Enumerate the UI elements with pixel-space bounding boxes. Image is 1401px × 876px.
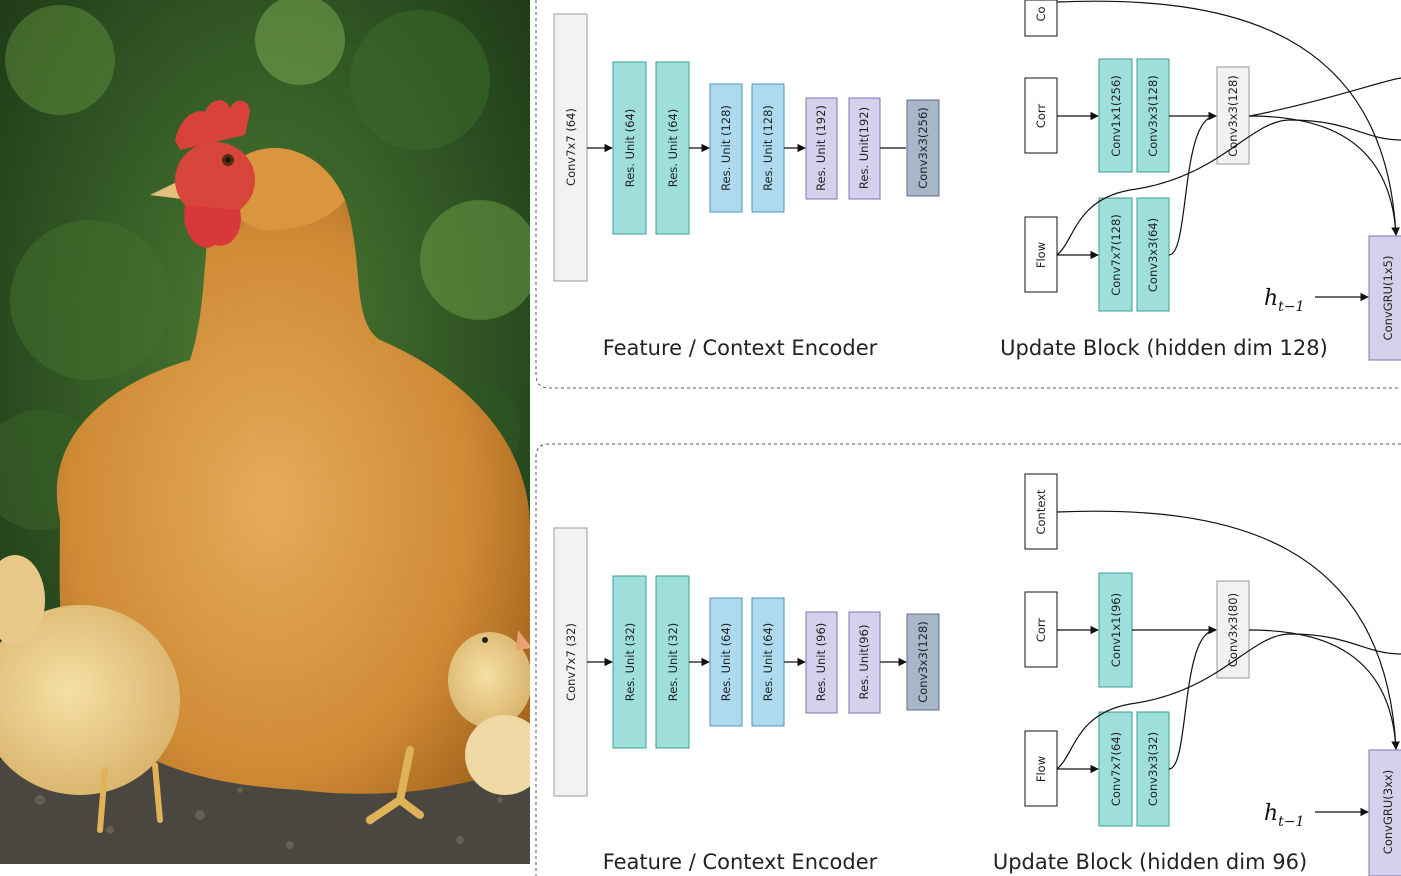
flow-conv-block bbox=[1098, 711, 1133, 827]
svg-text:Res. Unit(96): Res. Unit(96) bbox=[857, 625, 871, 700]
encoder-block-label: Res. Unit (128) bbox=[719, 105, 733, 191]
svg-text:Corr: Corr bbox=[1034, 618, 1048, 643]
svg-text:Conv1x1(256): Conv1x1(256) bbox=[1109, 75, 1123, 157]
encoder-block bbox=[655, 61, 690, 235]
hidden-state-label: ht−1 bbox=[1264, 801, 1304, 830]
encoder-block bbox=[906, 613, 940, 711]
svg-text:Context: Context bbox=[1034, 489, 1048, 535]
corr-conv-block bbox=[1136, 58, 1170, 173]
encoder-block bbox=[848, 97, 881, 200]
svg-text:Conv7x7 (32): Conv7x7 (32) bbox=[564, 623, 578, 701]
encoder-block bbox=[612, 575, 647, 749]
svg-text:Conv3x3(128): Conv3x3(128) bbox=[1146, 75, 1160, 157]
encoder-block bbox=[751, 597, 785, 727]
encoder-block bbox=[848, 611, 881, 714]
svg-text:Conv7x7(128): Conv7x7(128) bbox=[1109, 214, 1123, 296]
encoder-block-label: Res. Unit (192) bbox=[814, 105, 828, 191]
svg-text:Conv7x7(64): Conv7x7(64) bbox=[1109, 732, 1123, 806]
svg-text:Res. Unit (64): Res. Unit (64) bbox=[761, 623, 775, 702]
context-input-block bbox=[1024, 473, 1058, 550]
encoder-block-label: Conv3x3(256) bbox=[916, 107, 930, 189]
encoder-block-label: Res. Unit (128) bbox=[761, 105, 775, 191]
raft-architecture-diagram: Conv7x7 (64) Res. Unit (64) Res. Unit (6… bbox=[535, 0, 1401, 876]
convgru-block bbox=[1368, 749, 1401, 876]
svg-text:Res. Unit (96): Res. Unit (96) bbox=[814, 623, 828, 702]
svg-text:Conv3x3(64): Conv3x3(64) bbox=[1146, 218, 1160, 292]
encoder-block bbox=[906, 99, 940, 197]
svg-text:Flow: Flow bbox=[1034, 756, 1048, 782]
update-caption: Update Block (hidden dim 96) bbox=[993, 850, 1307, 874]
encoder-block-label: Res. Unit (64) bbox=[666, 109, 680, 188]
encoder-block-label: Res. Unit (64) bbox=[623, 109, 637, 188]
encoder-block bbox=[709, 597, 743, 727]
svg-text:Corr: Corr bbox=[1034, 104, 1048, 129]
flow-conv-block bbox=[1098, 197, 1133, 312]
flow-input-block bbox=[1024, 216, 1058, 293]
flow-input-block bbox=[1024, 730, 1058, 807]
bottom-feature-encoder: Conv7x7 (32) Res. Unit (32) Res. Unit (3… bbox=[553, 527, 940, 874]
context-input-block bbox=[1024, 0, 1058, 37]
encoder-block bbox=[553, 527, 588, 797]
encoder-caption: Feature / Context Encoder bbox=[603, 336, 878, 360]
encoder-block bbox=[805, 611, 838, 714]
encoder-caption: Feature / Context Encoder bbox=[603, 850, 878, 874]
flow-conv-block bbox=[1136, 711, 1170, 827]
svg-text:Co: Co bbox=[1034, 6, 1048, 21]
svg-text:Conv3x3(128): Conv3x3(128) bbox=[916, 621, 930, 703]
top-feature-encoder: Conv7x7 (64) Res. Unit (64) Res. Unit (6… bbox=[553, 13, 940, 360]
flow-conv-block bbox=[1136, 197, 1170, 312]
top-update-block: Co Corr Flow Conv1x1(256) Conv3x3(128) C… bbox=[1000, 0, 1401, 361]
corr-conv-block bbox=[1098, 58, 1133, 173]
bottom-update-block: Context Corr Flow Conv1x1(96) Conv7x7(64… bbox=[993, 473, 1401, 876]
svg-text:Res. Unit (32): Res. Unit (32) bbox=[666, 623, 680, 702]
svg-text:Res. Unit (64): Res. Unit (64) bbox=[719, 623, 733, 702]
hidden-state-label: ht−1 bbox=[1264, 286, 1304, 315]
encoder-block bbox=[751, 83, 785, 213]
convgru-block bbox=[1368, 235, 1401, 361]
encoder-block bbox=[612, 61, 647, 235]
svg-text:Conv3x3(80): Conv3x3(80) bbox=[1226, 593, 1240, 667]
update-caption: Update Block (hidden dim 128) bbox=[1000, 336, 1328, 360]
corr-input-block bbox=[1024, 77, 1058, 154]
encoder-block bbox=[709, 83, 743, 213]
top-panel-border bbox=[535, 0, 1401, 389]
svg-text:Res. Unit (32): Res. Unit (32) bbox=[623, 623, 637, 702]
encoder-block bbox=[805, 97, 838, 200]
encoder-block bbox=[655, 575, 690, 749]
encoder-block-label: Conv7x7 (64) bbox=[564, 108, 578, 186]
hen-with-chicks-photo bbox=[0, 0, 530, 864]
svg-text:Conv1x1(96): Conv1x1(96) bbox=[1109, 593, 1123, 667]
bottom-panel-border bbox=[535, 443, 1401, 876]
svg-text:Conv3x3(32): Conv3x3(32) bbox=[1146, 732, 1160, 806]
svg-text:ConvGRU(1x5): ConvGRU(1x5) bbox=[1381, 256, 1395, 341]
encoder-block-label: Res. Unit(192) bbox=[857, 107, 871, 189]
svg-text:ConvGRU(3xx): ConvGRU(3xx) bbox=[1381, 770, 1395, 854]
svg-text:Conv3x3(128): Conv3x3(128) bbox=[1226, 75, 1240, 157]
svg-text:Flow: Flow bbox=[1034, 242, 1048, 268]
